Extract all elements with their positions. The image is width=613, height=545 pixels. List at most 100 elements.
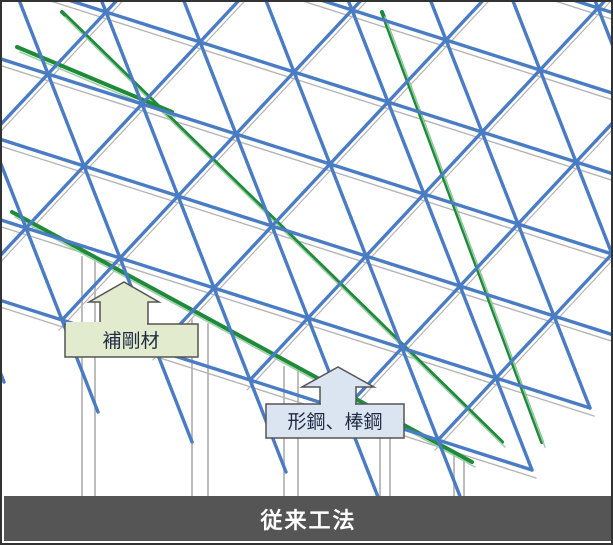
blue-grid-line: [328, 162, 368, 258]
green-chord-line: [64, 16, 506, 448]
blue-grid-line: [270, 224, 310, 320]
blue-grid-line: [270, 162, 332, 228]
footer-bar: 従来工法: [4, 496, 611, 541]
blue-grid-line: [386, 100, 484, 134]
blue-grid-line: [511, 2, 542, 72]
blue-grid-line: [552, 314, 611, 336]
gray-web-line: [145, 111, 241, 143]
gray-web-line: [181, 203, 277, 235]
blue-grid-line: [292, 8, 354, 74]
gray-web-line: [51, 81, 147, 113]
blue-grid-line: [18, 2, 50, 76]
blue-grid-line: [140, 102, 180, 198]
blue-grid-line: [2, 138, 86, 168]
blue-grid-line: [234, 132, 332, 166]
gray-web-line: [2, 237, 24, 262]
gray-web-line: [2, 2, 9, 54]
blue-grid-line: [328, 100, 390, 166]
gray-web-line: [102, 2, 123, 23]
blue-grid-line: [104, 10, 144, 106]
gray-web-line: [116, 205, 176, 269]
blue-grid-line: [176, 194, 274, 228]
blue-grid-line: [574, 122, 611, 164]
blue-grid-line: [429, 2, 448, 42]
blue-grid-line: [350, 8, 448, 42]
gray-web-line: [2, 83, 46, 131]
blue-grid-line: [400, 284, 462, 350]
green-chord-line: [384, 16, 546, 448]
gray-web-line: [536, 17, 596, 81]
gray-web-line: [478, 79, 538, 143]
gray-web-line: [210, 235, 270, 299]
blue-grid-line: [212, 286, 252, 382]
blue-grid-line: [552, 314, 592, 410]
gray-web-line: [311, 325, 407, 357]
blue-grid-line: [480, 130, 578, 164]
blue-grid-line: [46, 10, 108, 76]
blue-grid-line: [2, 226, 28, 257]
gray-web-line: [355, 17, 451, 49]
gray-web-line: [543, 77, 611, 101]
blue-grid-line: [2, 299, 64, 322]
blue-grid-line: [494, 376, 534, 472]
blue-grid-line: [364, 254, 404, 350]
gray-web-line: [290, 19, 350, 83]
gray-web-line: [456, 233, 516, 297]
gray-web-line: [239, 141, 335, 173]
blue-grid-line: [248, 316, 310, 382]
blue-grid-line: [422, 192, 520, 226]
gray-web-line: [174, 143, 234, 207]
gray-web-line: [550, 263, 610, 327]
gray-web-line: [333, 171, 429, 203]
blue-grid-line: [270, 224, 368, 258]
blue-grid-line: [82, 164, 122, 260]
gray-web-line: [348, 2, 367, 21]
blue-grid-line: [494, 376, 592, 410]
gray-web-line: [51, 2, 111, 21]
blue-grid-line: [140, 40, 202, 106]
gray-web-line: [297, 79, 393, 111]
gray-web-line: [449, 47, 545, 79]
gray-web-line: [2, 306, 67, 329]
blue-grid-line: [516, 222, 556, 318]
blue-grid-line: [2, 72, 50, 126]
gray-web-line: [579, 169, 611, 181]
gray-web-line: [87, 173, 183, 205]
blue-grid-line: [212, 224, 274, 290]
blue-grid-line: [24, 226, 64, 322]
blue-grid-line: [574, 160, 611, 256]
blue-grid-line: [574, 160, 611, 175]
blue-grid-line: [46, 72, 144, 106]
gray-web-line: [391, 109, 487, 141]
blue-grid-line: [24, 164, 86, 230]
blue-grid-line: [516, 160, 578, 226]
blue-grid-line: [538, 6, 600, 72]
blue-grid-members: [2, 2, 611, 534]
blue-grid-line: [480, 68, 542, 134]
blue-grid-line: [118, 194, 180, 260]
gray-web-line: [384, 49, 444, 113]
blue-grid-line: [198, 40, 296, 74]
blue-grid-line: [444, 2, 484, 42]
blue-grid-line: [46, 72, 86, 168]
gray-web-line: [196, 2, 245, 53]
blue-grid-line: [400, 346, 498, 380]
blue-grid-line: [2, 57, 50, 76]
gray-web-line: [304, 265, 364, 329]
blue-grid-line: [2, 2, 12, 44]
gray-web-line: [594, 2, 611, 19]
blue-grid-line: [328, 162, 426, 196]
blue-grid-line: [364, 254, 462, 288]
blue-grid-line: [24, 226, 122, 260]
blue-grid-line: [212, 286, 310, 320]
blue-grid-line: [596, 6, 611, 46]
blue-grid-line: [552, 252, 611, 318]
blue-grid-line: [176, 194, 216, 290]
blue-grid-line: [573, 2, 600, 10]
blue-grid-line: [538, 68, 611, 95]
blue-grid-line: [422, 130, 484, 196]
blue-grid-line: [82, 164, 180, 198]
blue-grid-line: [364, 192, 426, 258]
footer-title: 従来工法: [260, 508, 357, 534]
